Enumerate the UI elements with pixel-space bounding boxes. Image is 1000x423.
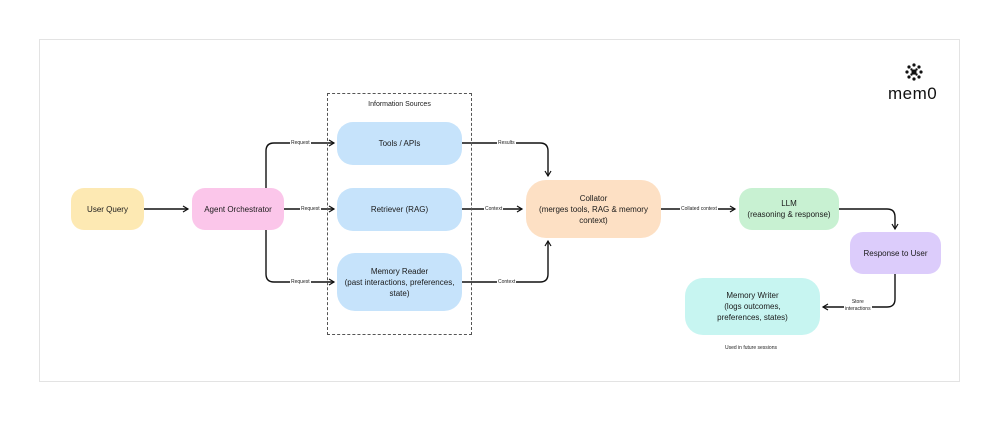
node-collator: Collator (merges tools, RAG & memory con… [526,180,661,238]
edge-label-collated-context: Collated context [680,206,718,213]
edge-label-context-rag: Context [484,206,504,213]
node-memory-writer: Memory Writer (logs outcomes, preference… [685,278,820,335]
edge-label-results: Results [497,140,516,147]
edge-label-request-retriever: Request [300,206,321,213]
mem0-logo-icon [905,63,923,81]
brand-wordmark: mem0 [888,84,938,103]
edge-memory-reader-to-collator [462,239,552,283]
future-sessions-note: Used in future sessions [725,345,777,351]
edge-llm-to-response [839,208,899,231]
information-sources-title: Information Sources [368,101,431,108]
node-agent-orchestrator: Agent Orchestrator [192,188,284,230]
diagram-frame [39,39,960,382]
node-retriever-rag: Retriever (RAG) [337,188,462,231]
edge-label-store-interactions: Store interactions [844,299,872,313]
edge-response-to-memory-writer [821,273,896,311]
information-sources-group [327,93,472,335]
edge-label-context-memory: Context [497,279,517,286]
edge-orchestrator-to-tools [265,139,336,190]
edge-orchestrator-to-memory-reader [265,230,336,286]
node-user-query: User Query [71,188,144,230]
node-response-to-user: Response to User [850,232,941,274]
node-memory-reader: Memory Reader (past interactions, prefer… [337,253,462,311]
node-llm: LLM (reasoning & response) [739,188,839,230]
edge-label-request-tools: Request [290,140,311,147]
node-tools-apis: Tools / APIs [337,122,462,165]
edge-tools-to-collator [462,142,552,178]
edge-label-request-memory: Request [290,279,311,286]
